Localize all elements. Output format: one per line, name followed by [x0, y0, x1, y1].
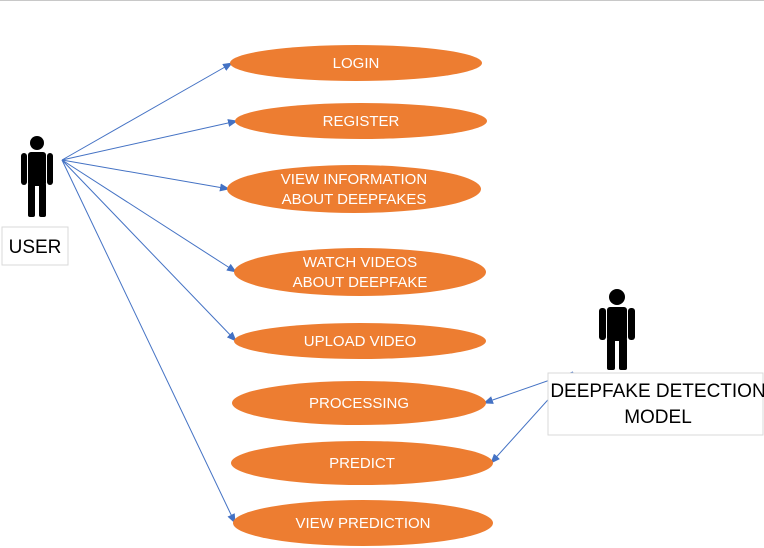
- model-actor-icon: [599, 289, 635, 370]
- use-case-watch-videos: WATCH VIDEOS ABOUT DEEPFAKE: [234, 248, 486, 296]
- use-case-label: ABOUT DEEPFAKES: [282, 191, 427, 208]
- model-label-line2: MODEL: [624, 407, 692, 428]
- association-arrow-user-upload-video: [61, 159, 237, 342]
- use-case-ellipse: [230, 45, 482, 81]
- use-case-label: ABOUT DEEPFAKE: [293, 274, 428, 291]
- use-case-view-information: VIEW INFORMATION ABOUT DEEPFAKES: [227, 165, 481, 213]
- use-case-ellipse: [234, 248, 486, 296]
- use-case-label: WATCH VIDEOS: [303, 254, 417, 271]
- use-case-label: VIEW INFORMATION: [281, 171, 427, 188]
- use-case-label: VIEW PREDICTION: [295, 515, 430, 532]
- association-arrow-user-view-prediction: [61, 159, 236, 524]
- use-case-ellipse: [227, 165, 481, 213]
- user-actor-icon: [21, 136, 53, 217]
- use-case-label: PROCESSING: [309, 395, 409, 412]
- use-case-ellipse: [235, 103, 487, 139]
- use-case-upload-video: UPLOAD VIDEO: [234, 323, 486, 359]
- association-arrow-user-watch-videos: [61, 159, 237, 273]
- use-case-label: UPLOAD VIDEO: [304, 333, 417, 350]
- use-case-view-prediction: VIEW PREDICTION: [233, 500, 493, 546]
- association-arrow-user-login: [61, 62, 233, 161]
- top-border: [0, 0, 764, 1]
- use-case-label: REGISTER: [323, 113, 400, 130]
- association-arrow-user-view-information: [61, 159, 230, 192]
- use-case-ellipse: [233, 500, 493, 546]
- user-label: USER: [9, 237, 62, 258]
- use-case-ellipse: [231, 441, 493, 485]
- use-case-predict: PREDICT: [231, 441, 493, 485]
- use-case-ellipse: [234, 323, 486, 359]
- association-arrows: [61, 62, 574, 524]
- use-case-label: LOGIN: [333, 55, 380, 72]
- model-label-box: [547, 372, 764, 436]
- model-label-line1: DEEPFAKE DETECTION: [550, 381, 764, 402]
- use-case-processing: PROCESSING: [232, 381, 486, 425]
- association-arrow-user-register: [61, 119, 238, 161]
- use-case-register: REGISTER: [235, 103, 487, 139]
- use-case-label: PREDICT: [329, 455, 395, 472]
- use-case-ellipse: [232, 381, 486, 425]
- user-label-box: [1, 226, 69, 266]
- use-case-login: LOGIN: [230, 45, 482, 81]
- use-cases: LOGIN REGISTER VIEW INFORMATION ABOUT DEEPF…: [227, 45, 493, 546]
